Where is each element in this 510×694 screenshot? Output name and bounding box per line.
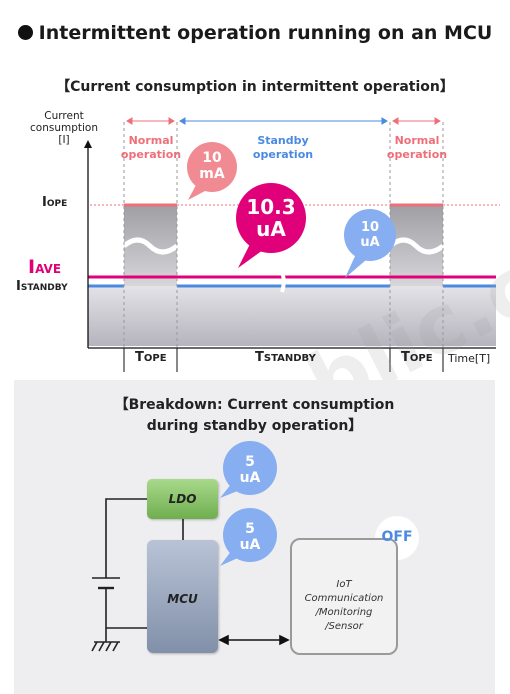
tstandby-sub: STANDBY: [263, 353, 316, 364]
iot-label-line1: IoT: [336, 579, 352, 590]
bubble-standby-unit: uA: [360, 235, 380, 250]
page-title: Intermittent operation running on an MCU: [0, 22, 510, 44]
istandby-main: I: [16, 279, 21, 294]
bubble-mcu-text: 5 uA: [225, 521, 275, 553]
x-ticks: [123, 348, 444, 372]
bubble-ope: [187, 142, 237, 200]
break-wave-1: [122, 237, 179, 255]
bubble-ldo-unit: uA: [239, 470, 261, 486]
standby-span-arrow: [179, 117, 388, 125]
data-link-arrow: [218, 634, 290, 646]
chart-subtitle: 【Current consumption in intermittent ope…: [56, 79, 454, 95]
bubble-iot-text: OFF: [381, 529, 413, 545]
x-label-tope-2: TOPE: [401, 350, 433, 365]
bubble-mcu-unit: uA: [239, 537, 261, 553]
phase-standby-line2: operation: [252, 148, 314, 161]
phase-normal-1: Normal operation: [118, 134, 184, 162]
normal-span-arrow-2: [392, 117, 441, 125]
ground-icon: [91, 628, 120, 652]
battery-icon: [92, 577, 120, 596]
bubble-ope-value: 10: [202, 150, 222, 166]
iave-main: I: [28, 256, 36, 278]
tope-2-sub: OPE: [409, 353, 433, 364]
tstandby-main: T: [255, 350, 264, 365]
x-label-tope-1: TOPE: [135, 350, 167, 365]
breakdown-diagram: [91, 441, 419, 652]
bubble-ave-text: 10.3 uA: [236, 196, 306, 240]
bullet-icon: [17, 25, 33, 40]
breakdown-title-line2: during standby operation】: [146, 418, 363, 434]
mcu-block: MCU: [147, 540, 218, 653]
phase-normal-2-line2: operation: [386, 148, 448, 161]
iave-sub: AVE: [35, 262, 62, 276]
breakdown-title-line1: 【Breakdown: Current consumption: [114, 397, 395, 413]
bubble-ave-unit: uA: [256, 217, 286, 241]
iot-label-line3: /Monitoring: [315, 607, 373, 618]
bubble-ave-value: 10.3: [246, 195, 296, 219]
break-wave-2: [388, 237, 445, 255]
phase-standby: Standby operation: [240, 134, 326, 162]
axes: [87, 146, 496, 349]
iot-label-line2: Communication: [304, 593, 384, 604]
y-axis-label-line2: consumption: [30, 122, 98, 134]
y-axis-label-line3: [I]: [58, 134, 70, 146]
breakdown-title: 【Breakdown: Current consumption during s…: [14, 395, 495, 437]
bubble-mcu-value: 5: [245, 521, 255, 537]
istandby-label: ISTANDBY: [16, 279, 68, 294]
x-axis-time-label: Time[T]: [448, 352, 491, 365]
iot-label-line4: /Sensor: [325, 621, 363, 632]
phase-normal-2-line1: Normal: [394, 134, 440, 147]
iave-label: IAVE: [28, 256, 61, 278]
ldo-block: LDO: [147, 479, 218, 519]
iope-main: I: [42, 195, 47, 210]
bubble-ope-unit: mA: [199, 166, 225, 182]
normal-span-arrow-1: [126, 117, 175, 125]
bubble-ldo-current: [220, 441, 277, 498]
bubble-ope-text: 10 mA: [187, 150, 237, 182]
phase-normal-2: Normal operation: [384, 134, 450, 162]
phase-normal-1-line1: Normal: [128, 134, 174, 147]
break-mark-1: [279, 269, 286, 293]
y-axis-arrow: [84, 140, 92, 148]
iot-label: IoT Communication /Monitoring /Sensor: [292, 578, 396, 634]
mcu-label: MCU: [167, 592, 198, 606]
ldo-label: LDO: [168, 492, 197, 506]
bubble-mcu-current: [220, 508, 277, 566]
tope-1-main: T: [135, 350, 144, 365]
phase-normal-1-line2: operation: [120, 148, 182, 161]
y-axis-label-line1: Current: [44, 110, 84, 122]
bubble-standby: [344, 209, 396, 278]
current-chart: [84, 117, 500, 372]
bubble-standby-text: 10 uA: [345, 220, 395, 250]
y-axis-label: Current consumption [I]: [28, 110, 100, 146]
iope-sub: OPE: [46, 199, 68, 209]
standby-area: [88, 286, 496, 346]
bubble-ave: [236, 183, 306, 268]
bubble-standby-value: 10: [360, 220, 380, 235]
x-label-tstandby: TSTANDBY: [255, 350, 316, 365]
iot-block: IoT Communication /Monitoring /Sensor: [290, 538, 398, 655]
istandby-sub: STANDBY: [20, 283, 68, 293]
tope-1-sub: OPE: [143, 353, 167, 364]
circuit-wires: [105, 498, 184, 629]
tope-2-main: T: [401, 350, 410, 365]
bubble-ldo-value: 5: [245, 454, 255, 470]
page-title-text: Intermittent operation running on an MCU: [38, 22, 493, 44]
iope-label: IOPE: [42, 195, 67, 210]
bubble-ldo-text: 5 uA: [225, 454, 275, 486]
phase-standby-line1: Standby: [257, 134, 309, 147]
